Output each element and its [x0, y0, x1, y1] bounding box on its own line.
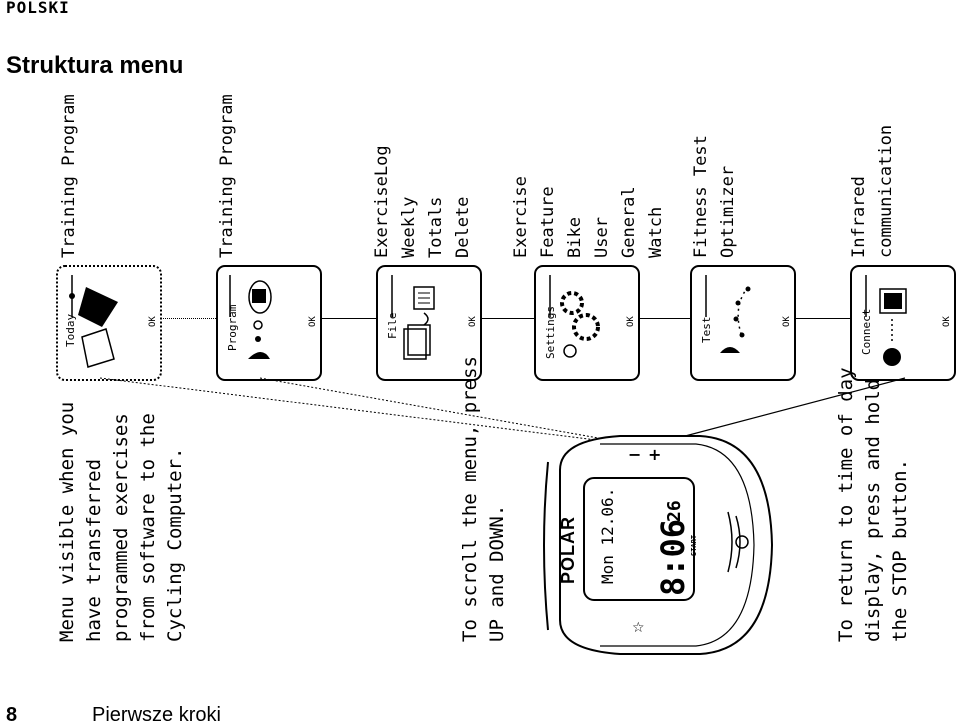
menu-screen-settings: Settings OK — [534, 265, 640, 381]
menu-connector — [478, 318, 534, 319]
menu-screen-test: Test OK — [690, 265, 796, 381]
menu-screen-connect: Connect OK — [850, 265, 956, 381]
menu-connector — [160, 318, 216, 319]
watch-brand: POLAR — [558, 516, 578, 584]
infrared-computer-icon — [865, 275, 907, 366]
plus-button-icon[interactable]: + — [648, 445, 661, 464]
file-icon — [391, 275, 435, 360]
watch-seconds: 26 — [664, 500, 685, 522]
program-icon — [229, 275, 272, 359]
menu-screen-file: File OK — [376, 265, 482, 381]
page-title: Struktura menu — [6, 52, 184, 79]
fitness-test-icon — [705, 275, 751, 353]
menu-connector — [794, 318, 850, 319]
star-button-icon[interactable]: ☆ — [632, 620, 645, 636]
section-title: Pierwsze kroki — [92, 704, 221, 726]
gears-icon — [549, 275, 600, 358]
menu-screen-today: Today OK — [56, 265, 162, 381]
watch-time: 8:06 — [654, 518, 692, 596]
training-day-icon — [69, 275, 118, 368]
menu-connector — [638, 318, 690, 319]
language-label: POLSKI — [6, 0, 70, 17]
menu-screen-program: Program OK — [216, 265, 322, 381]
page-number: 8 — [6, 704, 18, 726]
minus-button-icon[interactable]: − — [628, 445, 641, 464]
watch-date: Mon 12.06. — [598, 487, 617, 584]
menu-connector — [320, 318, 376, 319]
watch-start-label: START — [690, 534, 698, 556]
stop-button-icon[interactable] — [735, 535, 749, 549]
